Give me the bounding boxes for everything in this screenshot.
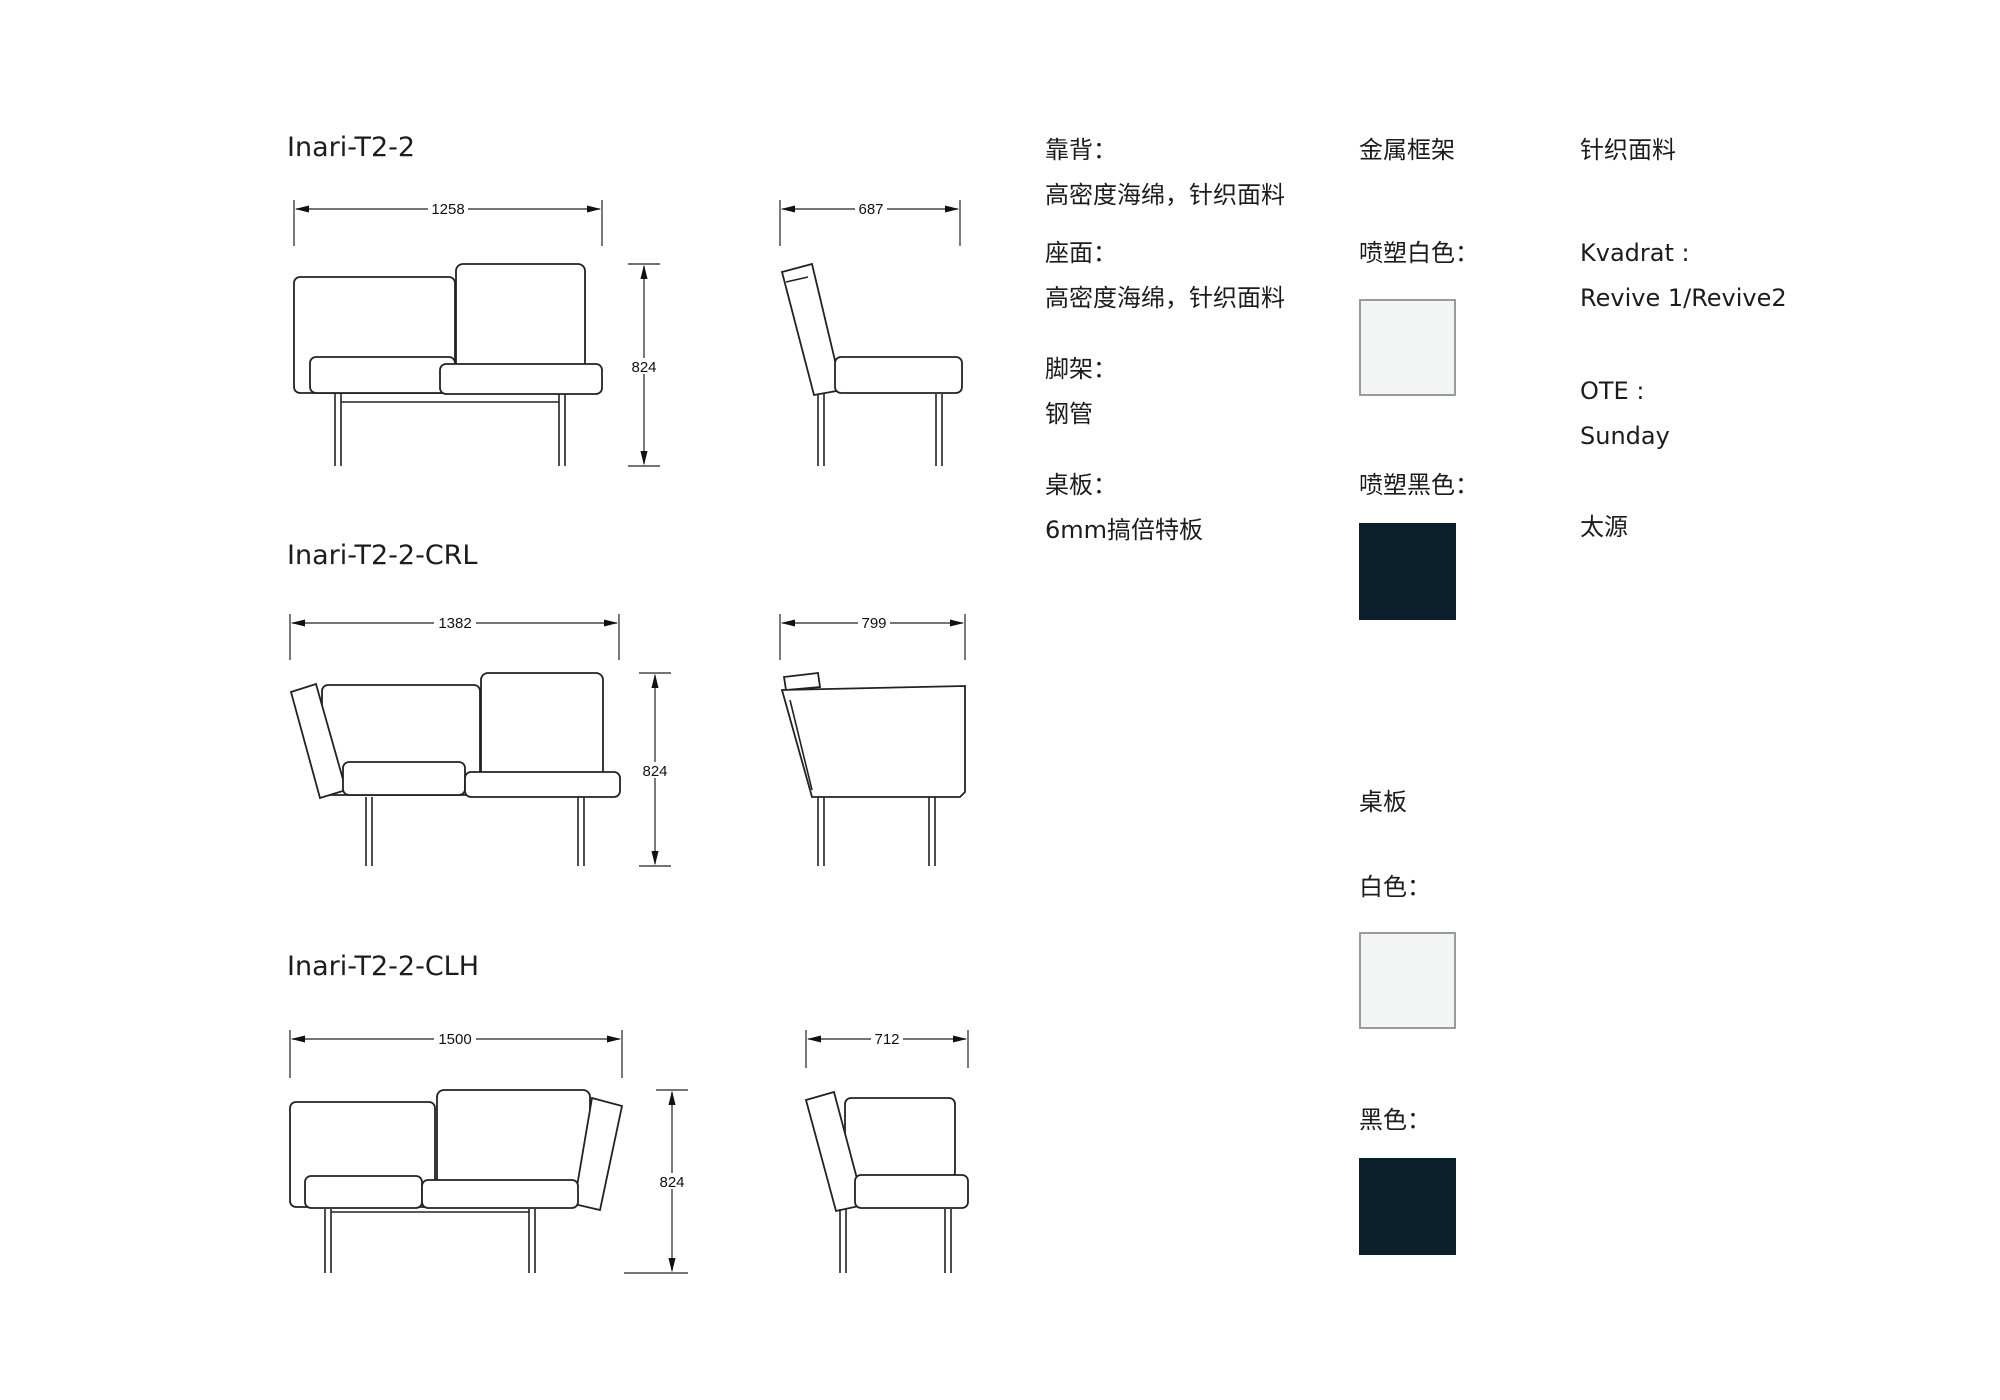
- width-dimension-label: 1258: [431, 201, 464, 218]
- frame-heading: 金属框架: [1359, 136, 1455, 164]
- model-title: Inari-T2-2-CRL: [287, 540, 478, 571]
- fabric-brand-kvadrat: Kvadrat :: [1580, 239, 1690, 267]
- front-view-drawing: 1382 824: [289, 614, 673, 867]
- depth-dimension-label: 687: [858, 201, 883, 218]
- width-dimension-label: 1500: [438, 1031, 471, 1048]
- depth-dimension-label: 712: [874, 1031, 899, 1048]
- depth-dimension-label: 799: [861, 615, 886, 632]
- width-dimension-label: 1382: [438, 615, 471, 632]
- frame-black-swatch: [1359, 523, 1456, 620]
- legs-label: 脚架：: [1045, 355, 1117, 383]
- tabletop-black-label: 黑色：: [1359, 1106, 1431, 1134]
- fabric-brand-taiyuan: 太源: [1580, 513, 1628, 541]
- tabletop-black-swatch: [1359, 1158, 1456, 1255]
- fabric-ote-value: Sunday: [1580, 422, 1670, 450]
- tabletop-white-swatch: [1359, 932, 1456, 1029]
- fabric-brand-ote: OTE :: [1580, 377, 1645, 405]
- fabric-heading: 针织面料: [1580, 136, 1676, 164]
- backrest-value: 高密度海绵，针织面料: [1045, 181, 1285, 209]
- legs-value: 钢管: [1045, 400, 1093, 428]
- tabletop-label: 桌板：: [1045, 471, 1117, 499]
- tabletop-white-label: 白色：: [1359, 873, 1431, 901]
- side-view-drawing: 712: [804, 1030, 969, 1273]
- backrest-label: 靠背：: [1045, 136, 1117, 164]
- front-view-drawing: 1258 824: [293, 200, 662, 467]
- front-view-drawing: 1500 824: [289, 1030, 690, 1274]
- side-view-drawing: 687: [779, 200, 963, 466]
- height-dimension-label: 824: [642, 763, 667, 780]
- seat-value: 高密度海绵，针织面料: [1045, 284, 1285, 312]
- fabric-kvadrat-value: Revive 1/Revive2: [1580, 284, 1787, 312]
- frame-white-label: 喷塑白色：: [1359, 239, 1479, 267]
- tabletop-value: 6mm搞倍特板: [1045, 516, 1204, 544]
- model-title: Inari-T2-2-CLH: [287, 951, 480, 982]
- height-dimension-label: 824: [631, 359, 656, 376]
- frame-black-label: 喷塑黑色：: [1359, 471, 1479, 499]
- height-dimension-label: 824: [659, 1174, 684, 1191]
- frame-white-swatch: [1359, 299, 1456, 396]
- side-view-drawing: 799: [779, 614, 966, 866]
- seat-label: 座面：: [1045, 239, 1117, 267]
- model-title: Inari-T2-2: [287, 132, 416, 163]
- tabletop-heading: 桌板: [1359, 788, 1407, 816]
